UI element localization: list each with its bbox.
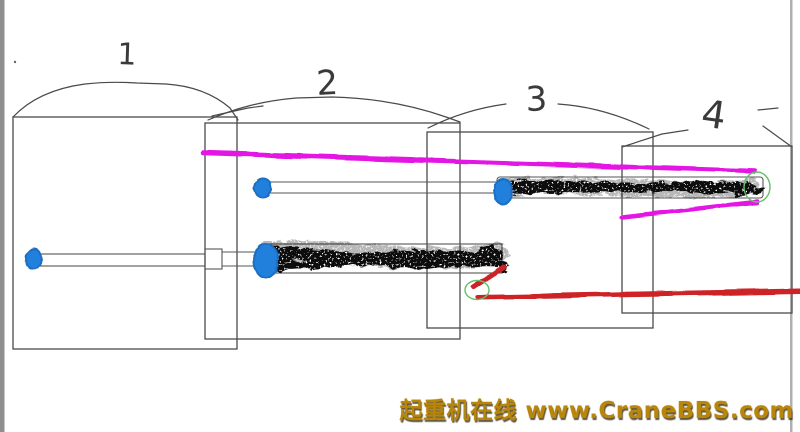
left-border-bar: [0, 0, 5, 432]
black-spray-scribbles: [257, 177, 764, 275]
section-label-4: 4: [699, 91, 729, 138]
upper-cylinder-arrow-tip: [735, 180, 764, 197]
green-circle-boom-tip: [743, 171, 771, 203]
lower-cylinder-spray-halo: [257, 240, 509, 270]
blue-blob-rod1-end: [25, 247, 43, 271]
section-label-2: 2: [315, 63, 339, 104]
section-2-dome: [207, 96, 461, 123]
section-label-1: 1: [117, 37, 137, 73]
upper-rod: [266, 181, 497, 194]
green-circle-annotations: [464, 171, 771, 301]
dome-arcs: [12, 81, 793, 148]
section-1-box: [12, 116, 238, 350]
lower-rod-cap: [204, 248, 223, 270]
section-1-dome: [12, 81, 239, 121]
green-circle-hose-joint: [464, 279, 490, 301]
blue-blob-cylinder2-end: [493, 178, 513, 206]
blue-pin-blobs: [25, 178, 513, 279]
section-4-box: [621, 145, 793, 314]
lower-rod: [38, 253, 206, 267]
stray-dot: [13, 60, 17, 64]
blue-blob-rod2-end: [253, 178, 273, 198]
section-4-dome-right: [762, 125, 793, 148]
blue-blob-cylinder1-end: [253, 243, 279, 279]
section-3-box: [426, 131, 654, 329]
section-4-dome-dash: [757, 107, 779, 111]
section-3-dome-right: [557, 103, 650, 130]
magenta-marker-lines: [200, 150, 760, 220]
red-marker-lines: [470, 264, 800, 300]
section-2-dome-stroke2: [211, 105, 264, 117]
section-4-dome-left: [621, 129, 689, 148]
boom-section-boxes: [12, 116, 793, 350]
upper-cylinder-spray-halo: [499, 177, 759, 198]
section-3-dome-left: [427, 103, 507, 129]
section-2-box: [204, 122, 461, 340]
lower-cylinder-hook: [486, 254, 509, 275]
lower-rod-neck: [222, 251, 258, 267]
red-line-horizontal: [474, 288, 800, 300]
red-line-diagonal: [470, 264, 507, 290]
magenta-line-lower: [619, 199, 760, 220]
magenta-line-upper: [200, 150, 757, 174]
right-border-bar: [790, 0, 793, 432]
watermark-text: 起重机在线 www.CraneBBS.com: [399, 398, 794, 424]
section-label-3: 3: [525, 79, 548, 120]
